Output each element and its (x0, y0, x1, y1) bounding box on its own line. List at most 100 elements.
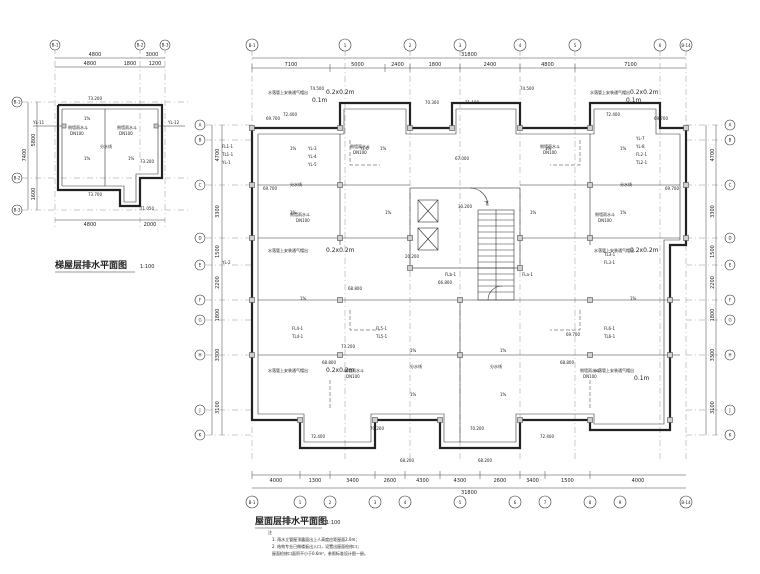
stair-core (409, 187, 521, 269)
axis-label: H (728, 353, 731, 358)
pipe-tag: YL-1 (221, 160, 231, 165)
pipe-tag: YL-11 (32, 120, 45, 125)
column-mark (587, 297, 593, 303)
pipe-tag: YL-7 (635, 136, 645, 141)
column-mark (372, 417, 378, 423)
pipe-tag: FL3-1 (604, 260, 616, 265)
axis-bubble-right (724, 404, 736, 416)
column-mark (297, 417, 303, 423)
dim-text: 1500 (561, 478, 574, 484)
column-mark (407, 265, 413, 271)
elevation-mark: 30.200 (458, 204, 472, 209)
axis-label: B-14 (681, 43, 691, 48)
elevation-mark: 70.300 (425, 100, 439, 105)
dim-text: 4800 (84, 222, 97, 228)
drain-label: 侧墙雨水斗 (344, 367, 364, 373)
column-mark (517, 417, 523, 423)
dim-text: 4700 (710, 149, 716, 162)
elevation-mark: 20.200 (405, 254, 419, 259)
axis-bubble-top (338, 38, 352, 52)
axis-bubble-right (724, 119, 736, 131)
axis-bubble-top (513, 38, 527, 52)
vent-note: 水落管上安装通气帽出 (268, 247, 308, 253)
drain-label: 侧墙雨水斗 (117, 124, 137, 130)
elevation-mark: 73.700 (88, 192, 102, 197)
elevation-mark: 71.100 (465, 100, 479, 105)
axis-label: B-1 (14, 100, 21, 105)
elevation-mark: 73.200 (140, 159, 154, 164)
axis-label: 4 (404, 500, 407, 505)
pipe-tag: YL-12 (167, 120, 180, 125)
vent-note: 水落管上安装通气帽出 (594, 247, 634, 253)
axis-label: B-2 (14, 176, 21, 181)
roof-plan-scale: 1:100 (326, 520, 340, 526)
dim-text: 1800 (124, 61, 137, 67)
column-mark (249, 235, 255, 241)
structural-columns (249, 125, 689, 423)
column-mark (407, 125, 413, 131)
dim-text: 2400 (484, 62, 497, 68)
pipe-tag: TL4-1 (291, 334, 304, 339)
pipe-tag: TL5-1 (375, 334, 388, 339)
dim-text: 31800 (461, 490, 477, 496)
column-mark (449, 125, 455, 131)
column-mark (587, 182, 593, 188)
vent-size: 0.1m (634, 375, 650, 382)
axis-bubble-right (724, 294, 736, 306)
axis-label: K (199, 433, 202, 438)
axis-bubble-left (194, 404, 206, 416)
column-mark (683, 125, 689, 131)
elevation-mark: 69.700 (654, 116, 668, 121)
pipe-tag: FL1-1 (222, 144, 234, 149)
roof-drain-icon (61, 123, 67, 129)
axis-bubble-right (724, 429, 736, 441)
pipe-tag: FL6-1 (604, 326, 616, 331)
column-mark (337, 352, 343, 358)
axis-label: C (199, 183, 202, 188)
axis-bubble-top (49, 39, 61, 51)
drain-label: 侧墙雨水斗 (68, 124, 88, 130)
slope-mark: 1% (530, 210, 537, 215)
axis-label: B-1 (249, 500, 256, 505)
dim-text: 5000 (351, 62, 364, 68)
elevation-mark: 72.400 (606, 112, 620, 117)
axis-bubble-right (724, 232, 736, 244)
note-line: 屋面检修口面积不小于0.6m²，参照标准设计图一册。 (272, 550, 368, 556)
dim-text: 3100 (710, 401, 716, 414)
dim-text: 3300 (215, 205, 221, 218)
axis-bubble-bottom (538, 495, 552, 509)
axis-bubble-left (194, 259, 206, 271)
dim-text: 4000 (270, 478, 283, 484)
elevation-mark: 72.400 (540, 434, 554, 439)
axis-label: 3 (459, 43, 462, 48)
dim-text: 4300 (416, 478, 429, 484)
axis-label: 5 (574, 43, 577, 48)
axis-label: J (198, 408, 200, 413)
axis-bubble-left (194, 134, 206, 146)
elevation-mark: 69.700 (266, 116, 280, 121)
axis-label: B-1 (249, 43, 256, 48)
pipe-tag: YL-2 (221, 260, 231, 265)
drain-label: 侧墙雨水斗 (595, 211, 615, 217)
drain-dn: DN100 (353, 150, 367, 155)
dim-text: 3400 (346, 478, 359, 484)
drain-label: 侧墙雨水斗 (350, 143, 370, 149)
axis-label: B-1 (52, 43, 59, 48)
elevation-mark: 68.800 (560, 360, 574, 365)
slope-mark: 1% (290, 210, 297, 215)
slope-mark: 1% (500, 348, 507, 353)
axis-label: 1 (344, 43, 347, 48)
column-mark (407, 235, 413, 241)
vent-note: 水落管上安装通气帽出 (268, 367, 308, 373)
note-line: 1. 雨水立管屋顶露面出上人高度应距屋面2.0m； (272, 536, 359, 542)
elevation-mark: 66.800 (438, 280, 452, 285)
axis-label: B (729, 138, 732, 143)
elevation-mark: 72.400 (311, 434, 325, 439)
dim-text: 1800 (215, 309, 221, 322)
pipe-tag: YL-6 (359, 146, 369, 151)
drain-label: 侧墙雨水斗 (290, 211, 310, 217)
